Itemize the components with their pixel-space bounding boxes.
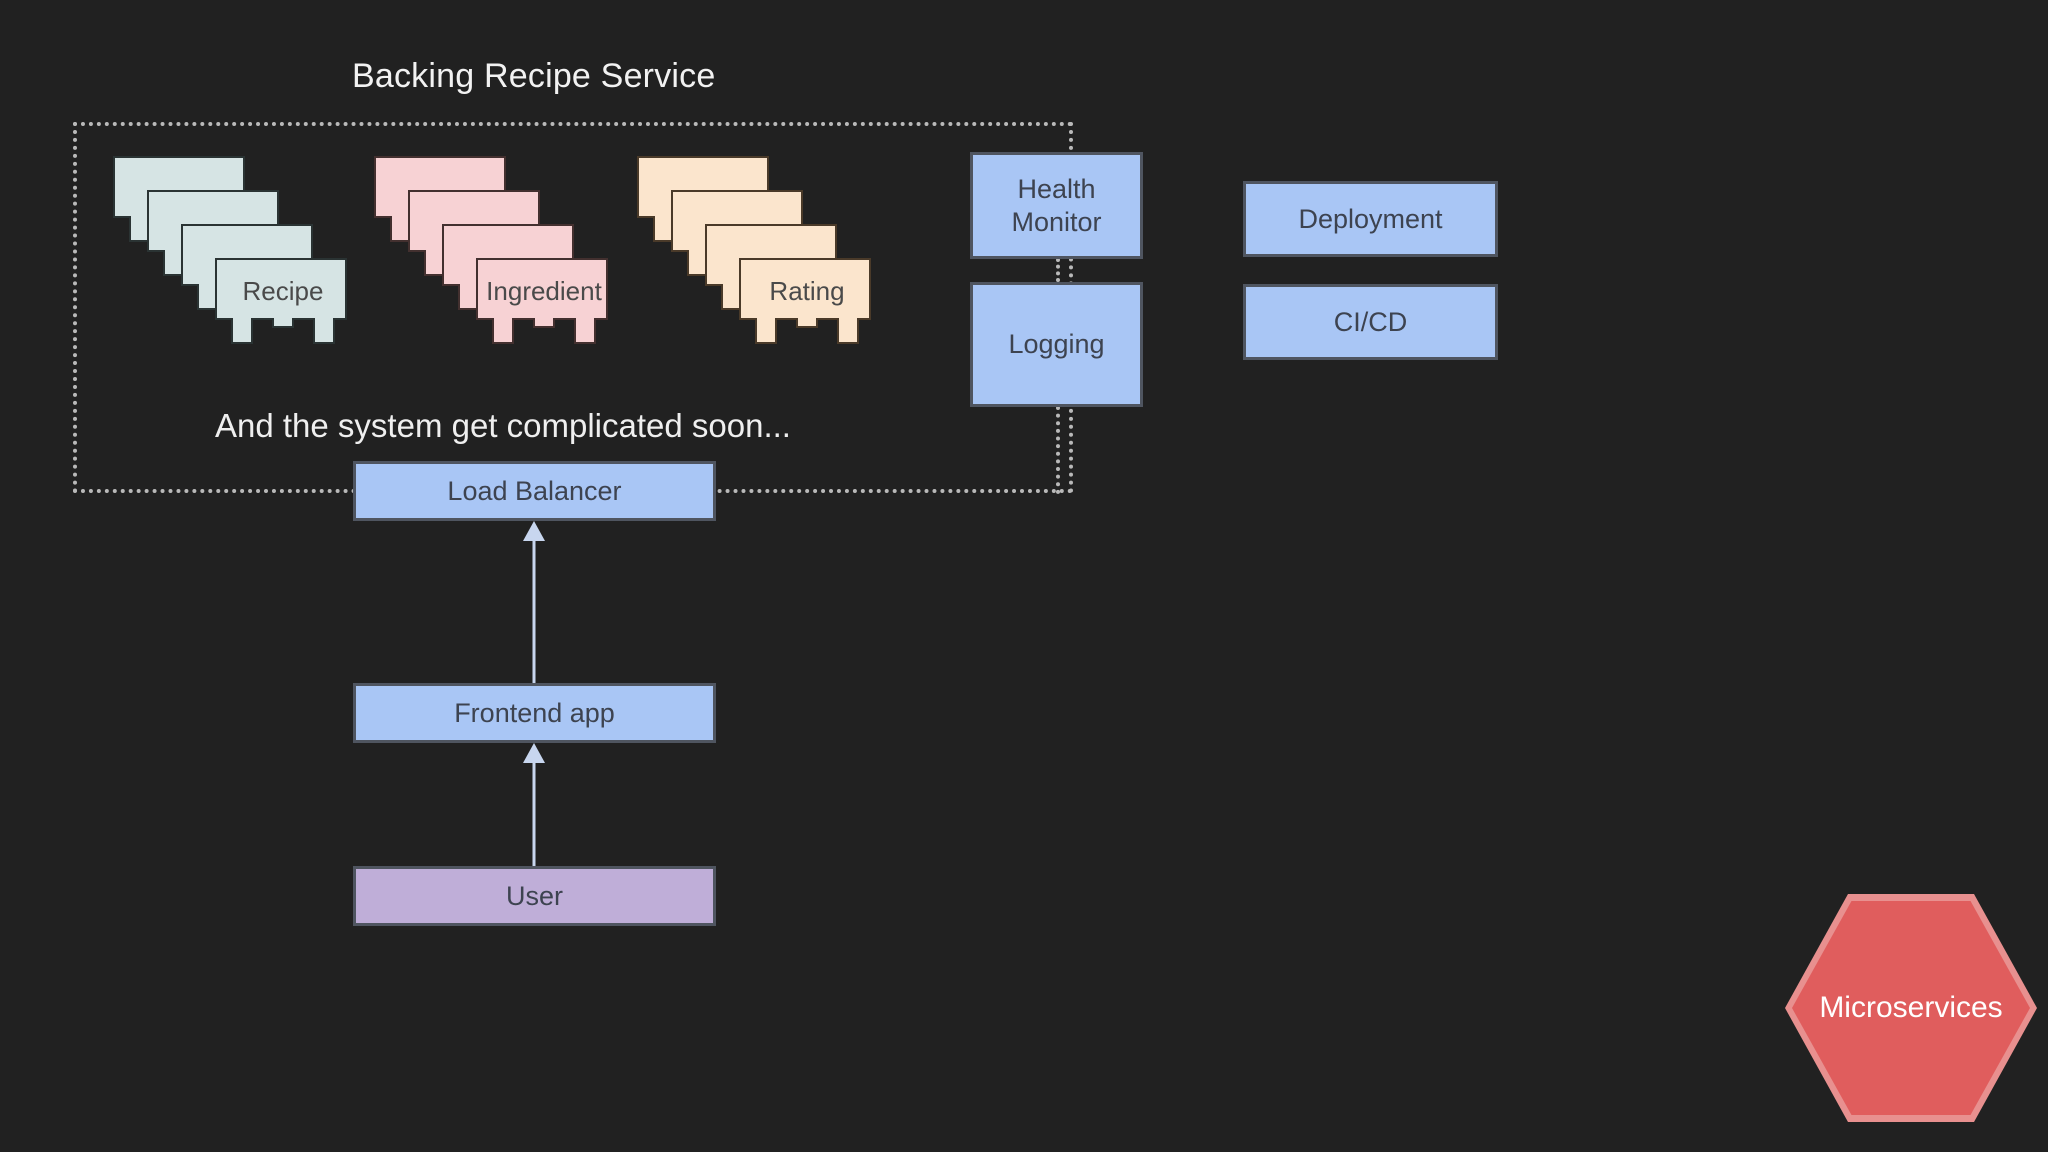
- arrow-shaft: [532, 539, 536, 683]
- chip-legs: [741, 318, 873, 344]
- box-frontend-app[interactable]: Frontend app: [353, 683, 716, 743]
- box-health-monitor[interactable]: Health Monitor: [970, 152, 1143, 259]
- service-label-rating: Rating: [769, 275, 845, 306]
- box-logging-label: Logging: [1008, 329, 1105, 360]
- box-load-balancer-label: Load Balancer: [447, 475, 622, 506]
- box-frontend-app-label: Frontend app: [454, 697, 615, 728]
- arrow-head-icon: [523, 521, 545, 541]
- chip-leg: [796, 318, 818, 328]
- chip-leg: [313, 318, 335, 344]
- dotted-connector-logging-boundary: [1056, 406, 1060, 494]
- chip-leg: [574, 318, 596, 344]
- service-stack-ingredient[interactable]: Ingredient: [374, 156, 614, 356]
- service-card-front: Rating: [739, 258, 871, 344]
- box-deployment[interactable]: Deployment: [1243, 181, 1498, 257]
- dotted-connector-health-logging: [1056, 258, 1060, 282]
- chip-leg: [272, 318, 294, 328]
- arrow-user-to-frontend: [519, 743, 549, 867]
- chip-leg: [533, 318, 555, 328]
- service-stack-recipe[interactable]: Recipe: [113, 156, 353, 356]
- complication-note: And the system get complicated soon...: [215, 407, 791, 444]
- chip-legs: [217, 318, 349, 344]
- box-load-balancer[interactable]: Load Balancer: [353, 461, 716, 521]
- service-label-recipe: Recipe: [242, 275, 324, 306]
- box-deployment-label: Deployment: [1298, 203, 1443, 234]
- arrow-head-icon: [523, 743, 545, 763]
- chip-leg: [755, 318, 777, 344]
- box-user[interactable]: User: [353, 866, 716, 926]
- arrow-shaft: [532, 761, 536, 867]
- box-ci-cd-label: CI/CD: [1333, 306, 1408, 337]
- arrow-frontend-to-load-balancer: [519, 521, 549, 683]
- page-title: Backing Recipe Service: [352, 57, 716, 95]
- box-health-monitor-line2: Monitor: [1011, 206, 1102, 237]
- service-label-ingredient: Ingredient: [486, 275, 602, 306]
- badge-microservices-label: Microservices: [1819, 991, 2003, 1024]
- service-card-front: Ingredient: [476, 258, 608, 344]
- service-stack-rating[interactable]: Rating: [637, 156, 877, 356]
- box-ci-cd[interactable]: CI/CD: [1243, 284, 1498, 360]
- chip-legs: [478, 318, 610, 344]
- box-health-monitor-line1: Health: [1017, 173, 1096, 204]
- box-user-label: User: [505, 880, 563, 911]
- service-card-front: Recipe: [215, 258, 347, 344]
- box-logging[interactable]: Logging: [970, 282, 1143, 407]
- chip-leg: [231, 318, 253, 344]
- chip-leg: [492, 318, 514, 344]
- chip-leg: [837, 318, 859, 344]
- badge-microservices[interactable]: Microservices: [1785, 894, 2037, 1122]
